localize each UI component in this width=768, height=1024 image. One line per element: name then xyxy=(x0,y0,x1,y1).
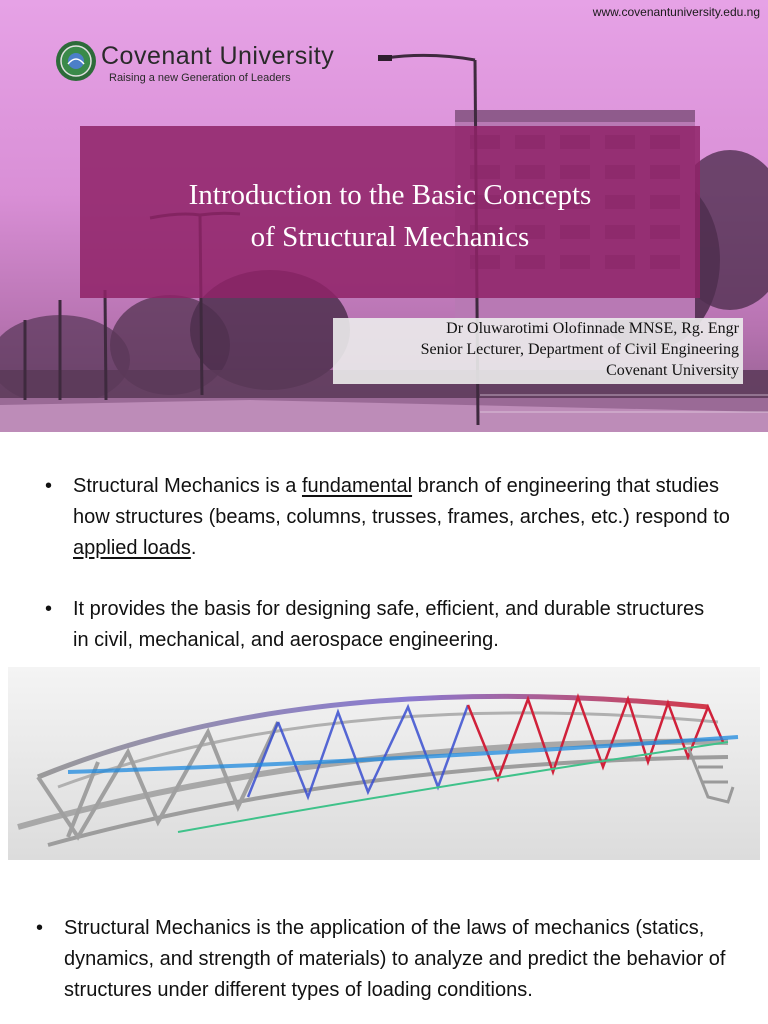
truss-bridge-image xyxy=(8,667,760,860)
bullet-text: . xyxy=(190,537,197,559)
author-position: Senior Lecturer, Department of Civil Eng… xyxy=(420,341,739,358)
header-banner: www.covenantuniversity.edu.ng Covenant U… xyxy=(0,0,768,432)
author-panel: Dr Oluwarotimi Olofinnade MNSE, Rg. Engr… xyxy=(333,318,743,384)
title-panel: Introduction to the Basic Concepts of St… xyxy=(80,126,700,298)
bullet-definition: • Structural Mechanics is a fundamental … xyxy=(45,471,753,564)
title-line-1: Introduction to the Basic Concepts xyxy=(188,179,592,211)
author-institution: Covenant University xyxy=(606,362,739,379)
website-url: www.covenantuniversity.edu.ng xyxy=(592,5,760,19)
university-tagline: Raising a new Generation of Leaders xyxy=(109,72,291,84)
term-applied-loads: applied loads xyxy=(73,537,191,559)
bullet-text: It provides the basis for designing safe… xyxy=(73,598,705,651)
university-logo: Covenant University Raising a new Genera… xyxy=(55,38,375,88)
bullet-dot: • xyxy=(45,598,53,620)
bullet-dot: • xyxy=(36,917,44,939)
bullet-text: branch of engineering that studies how s… xyxy=(73,475,730,528)
bullet-text: Structural Mechanics is the application … xyxy=(64,917,726,1001)
bullet-application: • Structural Mechanics is the applicatio… xyxy=(36,913,744,1006)
slide-title: Introduction to the Basic Concepts of St… xyxy=(80,174,700,258)
title-line-2: of Structural Mechanics xyxy=(250,221,530,253)
truss-bridge-figure xyxy=(8,667,760,860)
author-name: Dr Oluwarotimi Olofinnade MNSE, Rg. Engr xyxy=(446,320,739,337)
university-name: Covenant University xyxy=(101,42,335,70)
university-seal-icon xyxy=(56,41,96,81)
term-fundamental: fundamental xyxy=(301,475,413,497)
bullet-purpose: • It provides the basis for designing sa… xyxy=(45,594,723,656)
bullet-text: Structural Mechanics is a xyxy=(73,475,302,497)
bullet-dot: • xyxy=(45,475,53,497)
